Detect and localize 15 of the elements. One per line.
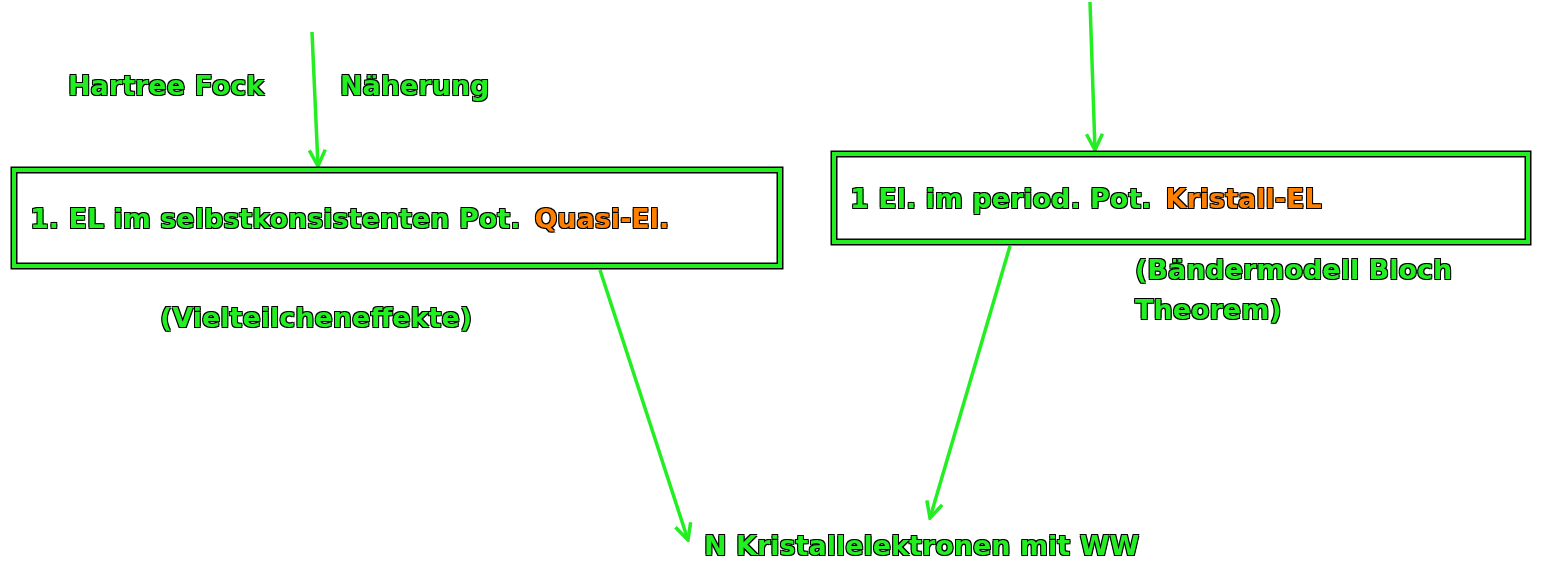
handwritten-text: 1. EL im selbstkonsistenten Pot. [30,202,521,234]
handwritten-label: Hartree Fock [68,70,265,101]
handwritten-text: N Kristallelektronen mit WW [704,529,1140,561]
arrow [1084,1,1105,152]
text-box [12,168,782,268]
arrow [925,245,1012,520]
handwritten-label: Näherung [340,70,490,101]
text-box [832,152,1530,244]
arrow [307,31,328,168]
note-text: (Vielteilcheneffekte) [160,301,474,335]
arrow [598,269,693,542]
handwritten-text: 1 El. im period. Pot. [850,182,1152,214]
highlighted-term: Quasi-El. [534,202,670,234]
note-text: (Bändermodell Bloch Theorem) [1135,253,1454,327]
highlighted-term: Kristall-EL [1165,182,1322,214]
